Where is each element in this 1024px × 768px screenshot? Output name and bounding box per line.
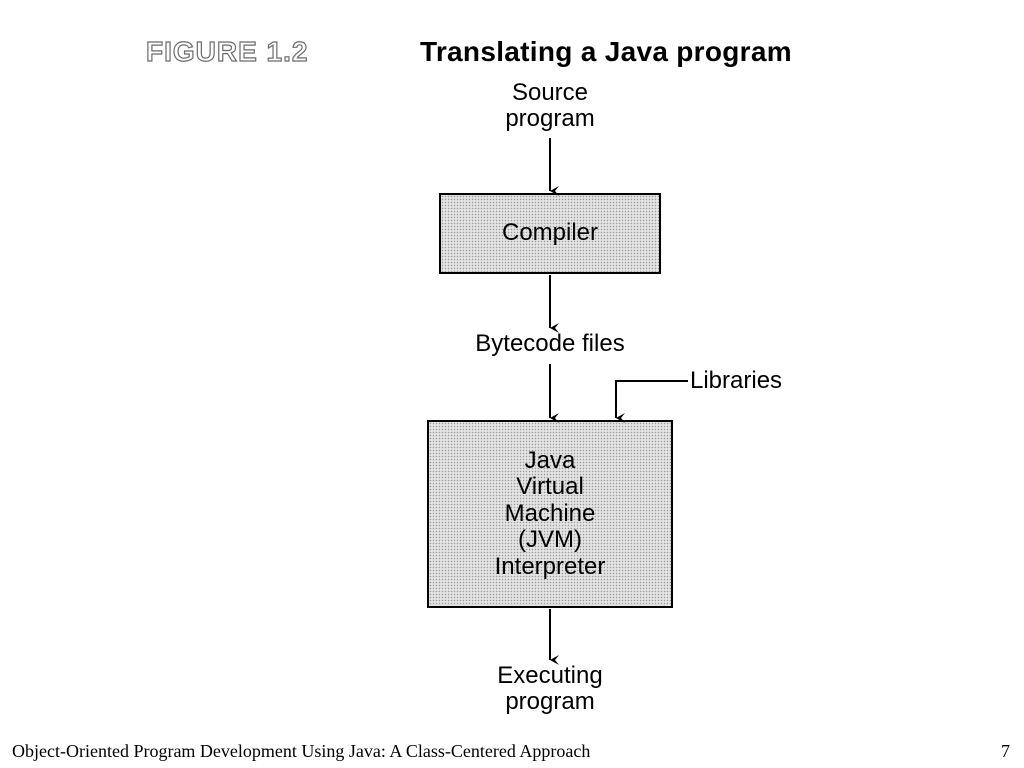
jvm-line-1: Java bbox=[524, 446, 576, 474]
jvm-line-3: Machine bbox=[504, 499, 596, 527]
jvm-line-2: Virtual bbox=[516, 473, 584, 501]
source-program-line-1: Source bbox=[511, 79, 589, 106]
compiler-label: Compiler bbox=[501, 219, 599, 247]
jvm-box: Java Virtual Machine (JVM) Interpreter bbox=[427, 420, 673, 608]
figure-label: FIGURE 1.2 bbox=[145, 35, 309, 67]
source-program-label: Source program bbox=[460, 80, 640, 132]
footer-page-number: 7 bbox=[1001, 741, 1010, 761]
bytecode-files-label: Bytecode files bbox=[475, 330, 625, 357]
executing-program-line-2: program bbox=[505, 688, 595, 715]
executing-program-line-1: Executing bbox=[497, 662, 603, 689]
arrow-libraries-to-jvm bbox=[615, 380, 688, 423]
footer-book-title: Object-Oriented Program Development Usin… bbox=[12, 741, 591, 761]
compiler-box: Compiler bbox=[439, 193, 661, 274]
figure-title: Translating a Java program bbox=[420, 36, 792, 67]
figure-header: FIGURE 1.2 Translating a Java program bbox=[0, 32, 1024, 72]
jvm-line-4: (JVM) bbox=[518, 526, 582, 554]
libraries-label: Libraries bbox=[690, 367, 783, 394]
jvm-line-5: Interpreter bbox=[494, 552, 606, 580]
source-program-line-2: program bbox=[505, 105, 595, 132]
executing-program-label: Executing program bbox=[460, 663, 640, 715]
